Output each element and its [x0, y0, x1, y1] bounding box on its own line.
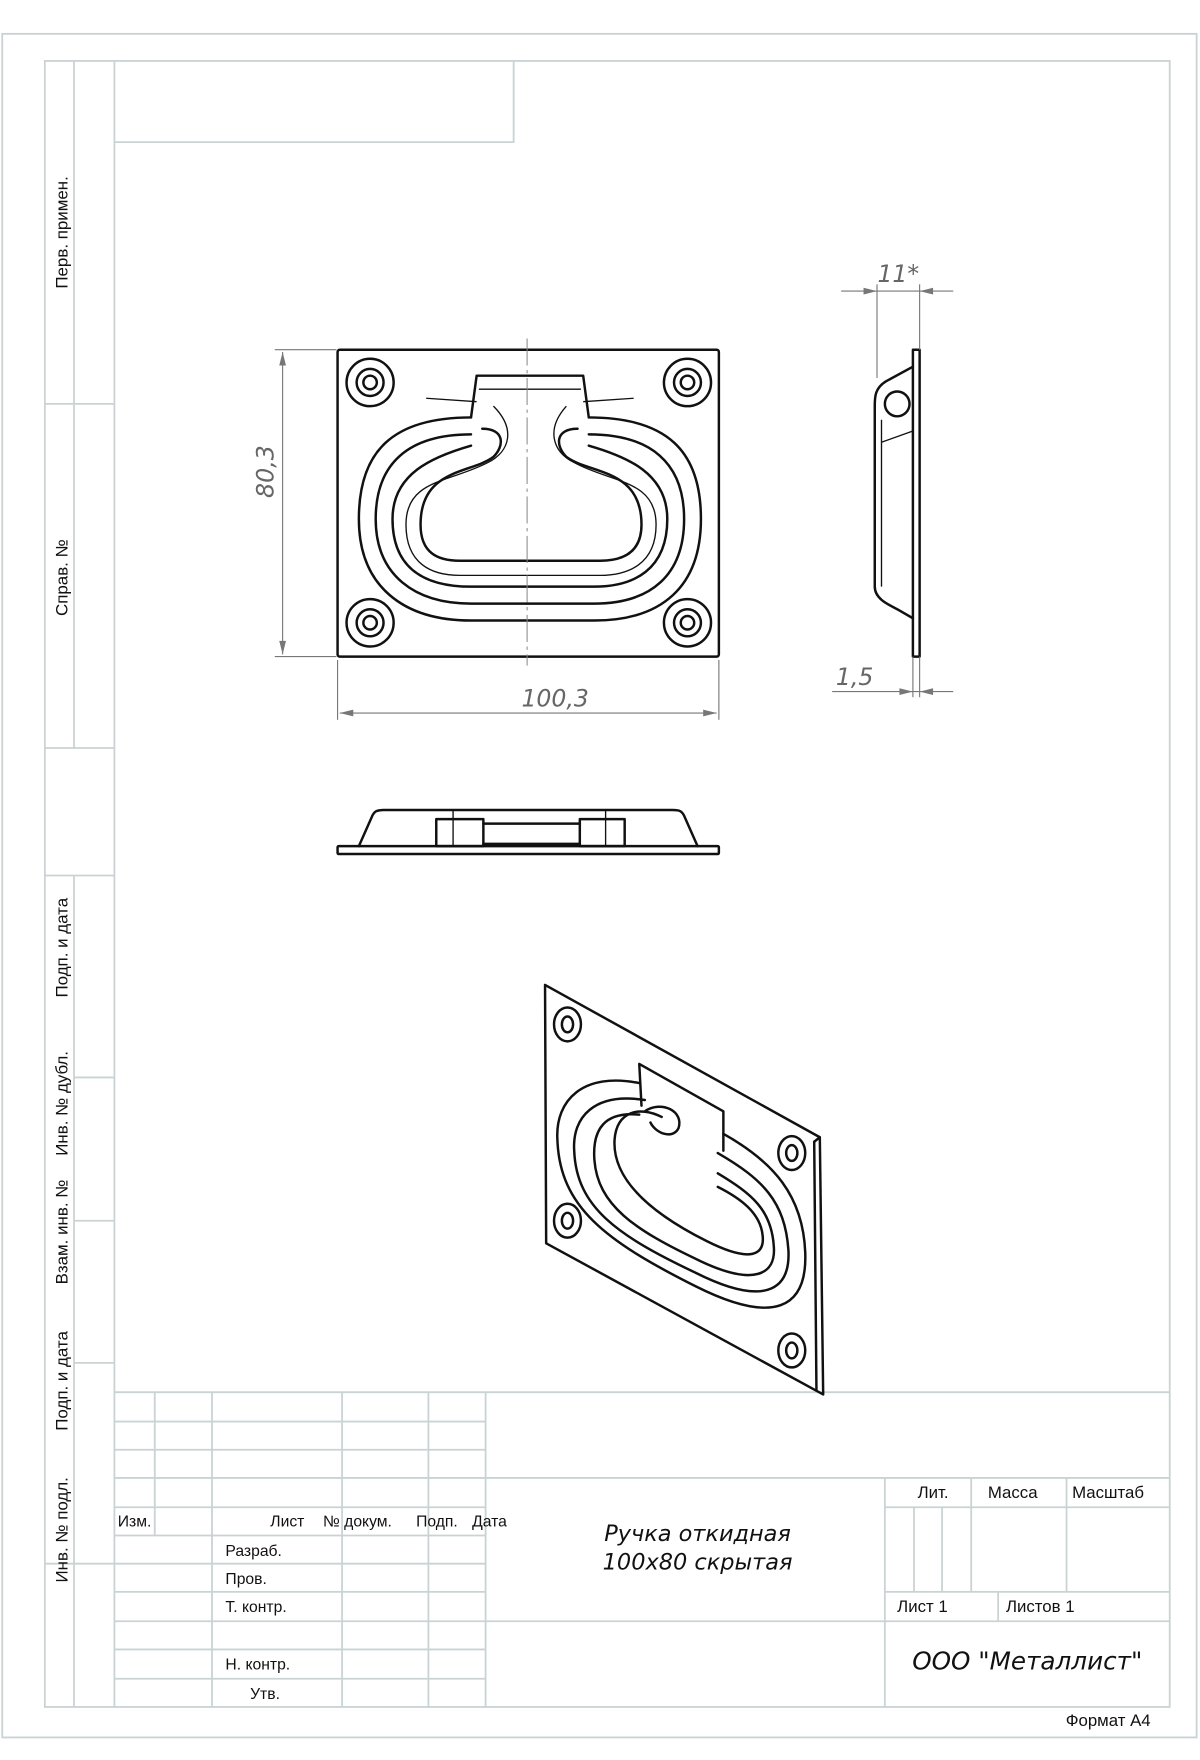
label-perv-primen: Перв. примен. — [52, 176, 71, 288]
label-podp-data-2: Подп. и дата — [52, 1330, 71, 1430]
label-inv-dubl: Инв. № дубл. — [52, 1051, 71, 1156]
row-razrab: Разраб. — [225, 1543, 281, 1560]
col-data: Дата — [472, 1513, 507, 1530]
label-sheets: Листов 1 — [1006, 1597, 1075, 1616]
company-name: ООО "Металлист" — [912, 1647, 1142, 1676]
bottom-view — [336, 808, 721, 856]
col-no-dokum: № докум. — [323, 1513, 392, 1530]
row-n-kontr: Н. контр. — [225, 1657, 290, 1674]
outer-border — [1, 32, 1198, 1739]
dim-width-label: 100,3 — [521, 684, 588, 712]
col-podp: Подп. — [416, 1513, 458, 1530]
row-t-kontr: Т. контр. — [225, 1599, 286, 1616]
row-utv: Утв. — [250, 1686, 280, 1703]
drawing-title-line2: 100x80 скрытая — [603, 1549, 793, 1575]
dimension-width — [337, 660, 720, 720]
label-podp-data-1: Подп. и дата — [52, 897, 71, 997]
label-inv-podl: Инв. № подл. — [52, 1477, 71, 1582]
label-sheet: Лист 1 — [897, 1597, 948, 1616]
col-list: Лист — [270, 1513, 304, 1530]
label-lit: Лит. — [918, 1483, 949, 1502]
dim-depth-label: 11* — [877, 260, 919, 288]
mounting-holes — [345, 357, 713, 648]
frame-lines — [44, 60, 1170, 1707]
col-izm: Изм. — [118, 1513, 152, 1530]
inner-frame — [43, 60, 1171, 1708]
dimension-height — [274, 349, 337, 658]
label-vzam-inv: Взам. инв. № — [52, 1180, 71, 1285]
dim-height-label: 80,3 — [252, 445, 280, 498]
label-masshtab: Масштаб — [1072, 1483, 1144, 1502]
row-prov: Пров. — [225, 1571, 266, 1588]
format-label: Формат А4 — [1066, 1711, 1151, 1730]
label-sprav-no: Справ. № — [52, 539, 71, 616]
label-massa: Масса — [988, 1483, 1038, 1502]
front-view — [336, 338, 721, 666]
isometric-view — [543, 983, 825, 1396]
drawing-title-line1: Ручка откидная — [604, 1521, 791, 1547]
dim-thickness-label: 1,5 — [836, 663, 873, 691]
side-view — [832, 284, 954, 698]
